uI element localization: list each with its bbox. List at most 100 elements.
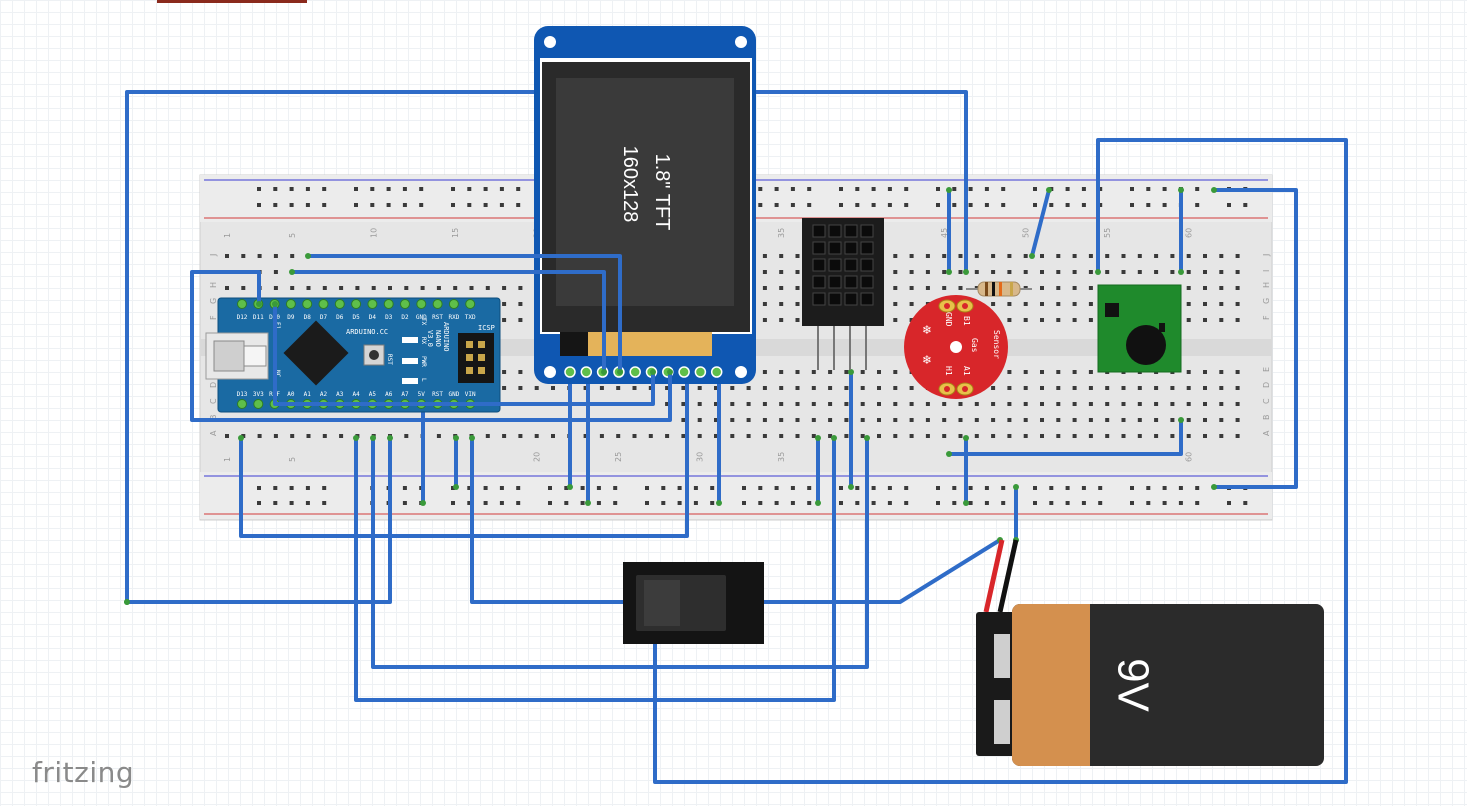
rail-hole (790, 486, 795, 490)
breadboard-hole (681, 418, 686, 422)
tft-display[interactable]: 1.8" TFT 160x128 (534, 26, 756, 384)
breadboard-hole (1088, 402, 1093, 406)
breadboard-hole (665, 386, 670, 390)
row-letter: A (1262, 430, 1271, 436)
rail-hole (1162, 486, 1167, 490)
rail-hole (322, 187, 327, 191)
rail-hole (1081, 501, 1086, 505)
breadboard-hole (958, 402, 963, 406)
rail-hole (887, 501, 892, 505)
rail-hole (1130, 203, 1134, 207)
breadboard-hole (942, 286, 947, 290)
breadboard-hole (811, 386, 816, 390)
breadboard-hole (1219, 386, 1224, 390)
breadboard-hole (241, 286, 246, 290)
rail-hole (742, 501, 746, 505)
arduino-brand: ARDUINO.CC (346, 328, 388, 336)
rail-hole (677, 501, 682, 505)
breadboard-hole (1023, 254, 1028, 258)
rail-hole (1130, 501, 1134, 505)
breadboard-hole (762, 402, 767, 406)
rail-hole (1130, 486, 1134, 490)
rail-hole (402, 501, 407, 505)
breadboard-hole (1121, 254, 1126, 258)
breadboard-hole (795, 270, 800, 274)
rail-hole (1098, 501, 1103, 505)
breadboard-hole (1137, 254, 1142, 258)
tft-pin (629, 366, 641, 378)
breadboard-hole (1105, 402, 1110, 406)
breadboard-hole (828, 386, 833, 390)
rail-hole (774, 187, 779, 191)
breadboard-hole (893, 418, 898, 422)
breadboard-hole (1219, 434, 1224, 438)
breadboard-hole (1154, 254, 1159, 258)
breadboard-hole (290, 254, 295, 258)
rail-hole (887, 187, 892, 191)
rail-hole (257, 187, 261, 191)
rail-hole (483, 187, 488, 191)
resistor[interactable] (966, 281, 1032, 297)
battery-9v[interactable]: 9V (976, 539, 1324, 766)
rail-hole (354, 203, 358, 207)
rail-hole (483, 501, 488, 505)
breadboard-hole (436, 434, 441, 438)
row-letter: E (1262, 367, 1271, 372)
breadboard-hole (974, 402, 979, 406)
rail-hole (548, 501, 552, 505)
breadboard-hole (1203, 286, 1207, 290)
jumper-wire (290, 270, 606, 374)
buzzer-module[interactable] (1097, 284, 1182, 373)
rail-hole (467, 203, 472, 207)
arduino-nano[interactable]: D12D13D113V3D10REFD9A0D8A1D7A2D6A3D5A4D4… (205, 297, 501, 413)
breadboard-hole (877, 370, 881, 374)
wire-end (667, 369, 673, 375)
arduino-side-label-top: F1 (274, 322, 281, 330)
toolbar-accent (157, 0, 307, 3)
rail-hole (871, 501, 876, 505)
dht-vent (828, 241, 842, 255)
row-letter: A (209, 430, 218, 436)
rail-hole (1049, 501, 1054, 505)
breadboard-hole (909, 302, 914, 306)
breadboard-hole (828, 418, 833, 422)
breadboard-hole (877, 434, 881, 438)
rail-hole (1001, 203, 1006, 207)
breadboard-hole (225, 286, 229, 290)
breadboard-hole (1105, 386, 1110, 390)
wire-end (650, 369, 656, 375)
jumper-wire (190, 270, 672, 422)
breadboard-hole (1040, 386, 1044, 390)
rail-hole (1146, 501, 1151, 505)
rail-hole (289, 501, 294, 505)
rail-hole (451, 501, 455, 505)
breadboard-hole (991, 418, 996, 422)
breadboard-hole (1072, 370, 1077, 374)
rail-hole (807, 501, 812, 505)
breadboard-hole (339, 286, 344, 290)
gas-sensor[interactable]: B1 GND H1 A1 Gas Sensor ❄ ❄ (904, 295, 1008, 399)
breadboard-hole (1040, 302, 1044, 306)
breadboard: 151015202530354045505560152025303560JIHG… (199, 174, 1273, 521)
dht-vent (812, 275, 826, 289)
rail-hole (1081, 187, 1086, 191)
breadboard-hole (844, 402, 849, 406)
breadboard-hole (1040, 402, 1044, 406)
breadboard-hole (746, 418, 751, 422)
breadboard-hole (1072, 402, 1077, 406)
rail-hole (855, 486, 860, 490)
power-switch[interactable] (623, 562, 764, 644)
breadboard-hole (273, 270, 278, 274)
dht-sensor[interactable] (802, 218, 884, 370)
breadboard-hole (909, 418, 914, 422)
breadboard-hole (925, 418, 930, 422)
rail-hole (305, 501, 310, 505)
rail-hole (1195, 486, 1200, 490)
rail-hole (645, 501, 649, 505)
breadboard-hole (616, 434, 621, 438)
breadboard-hole (958, 254, 963, 258)
wire-end (848, 369, 854, 375)
breadboard-hole (1219, 270, 1224, 274)
breadboard-hole (1186, 386, 1191, 390)
breadboard-hole (1088, 302, 1093, 306)
